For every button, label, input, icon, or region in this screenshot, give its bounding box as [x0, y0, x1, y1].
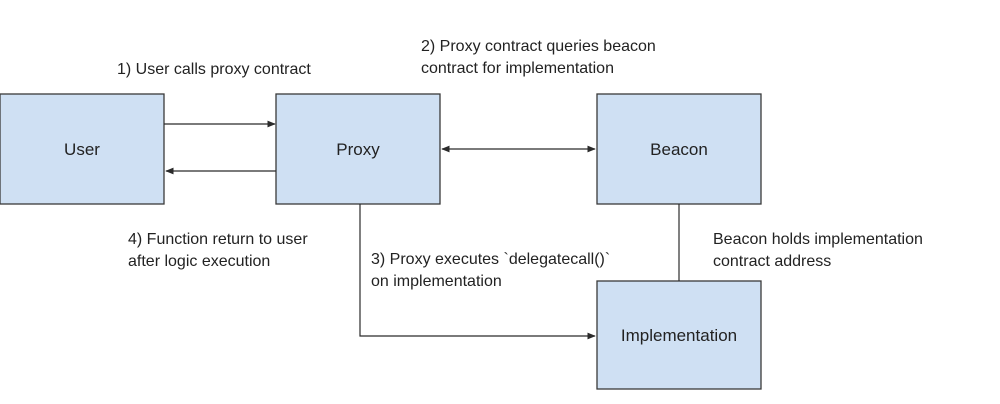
step1-caption: 1) User calls proxy contract [117, 61, 311, 78]
implementation-label: Implementation [621, 326, 737, 345]
step2-caption-line1: 2) Proxy contract queries beacon [421, 38, 656, 55]
step3-caption-line2: on implementation [371, 273, 502, 290]
beacon-note-line2: contract address [713, 253, 831, 270]
step2-caption-line2: contract for implementation [421, 60, 614, 77]
beacon-note-line1: Beacon holds implementation [713, 231, 923, 248]
step3-caption-line1: 3) Proxy executes `delegatecall()` [371, 251, 610, 268]
user-node: User [0, 93, 165, 205]
implementation-node: Implementation [596, 280, 762, 390]
user-label: User [64, 140, 100, 159]
proxy-to-implementation-arrow [359, 204, 596, 340]
step4-caption-line2: after logic execution [128, 253, 270, 270]
proxy-node: Proxy [275, 93, 441, 205]
proxy-label: Proxy [336, 140, 380, 159]
step4-caption-line1: 4) Function return to user [128, 231, 308, 248]
beacon-node: Beacon [596, 93, 762, 205]
beacon-label: Beacon [650, 140, 708, 159]
